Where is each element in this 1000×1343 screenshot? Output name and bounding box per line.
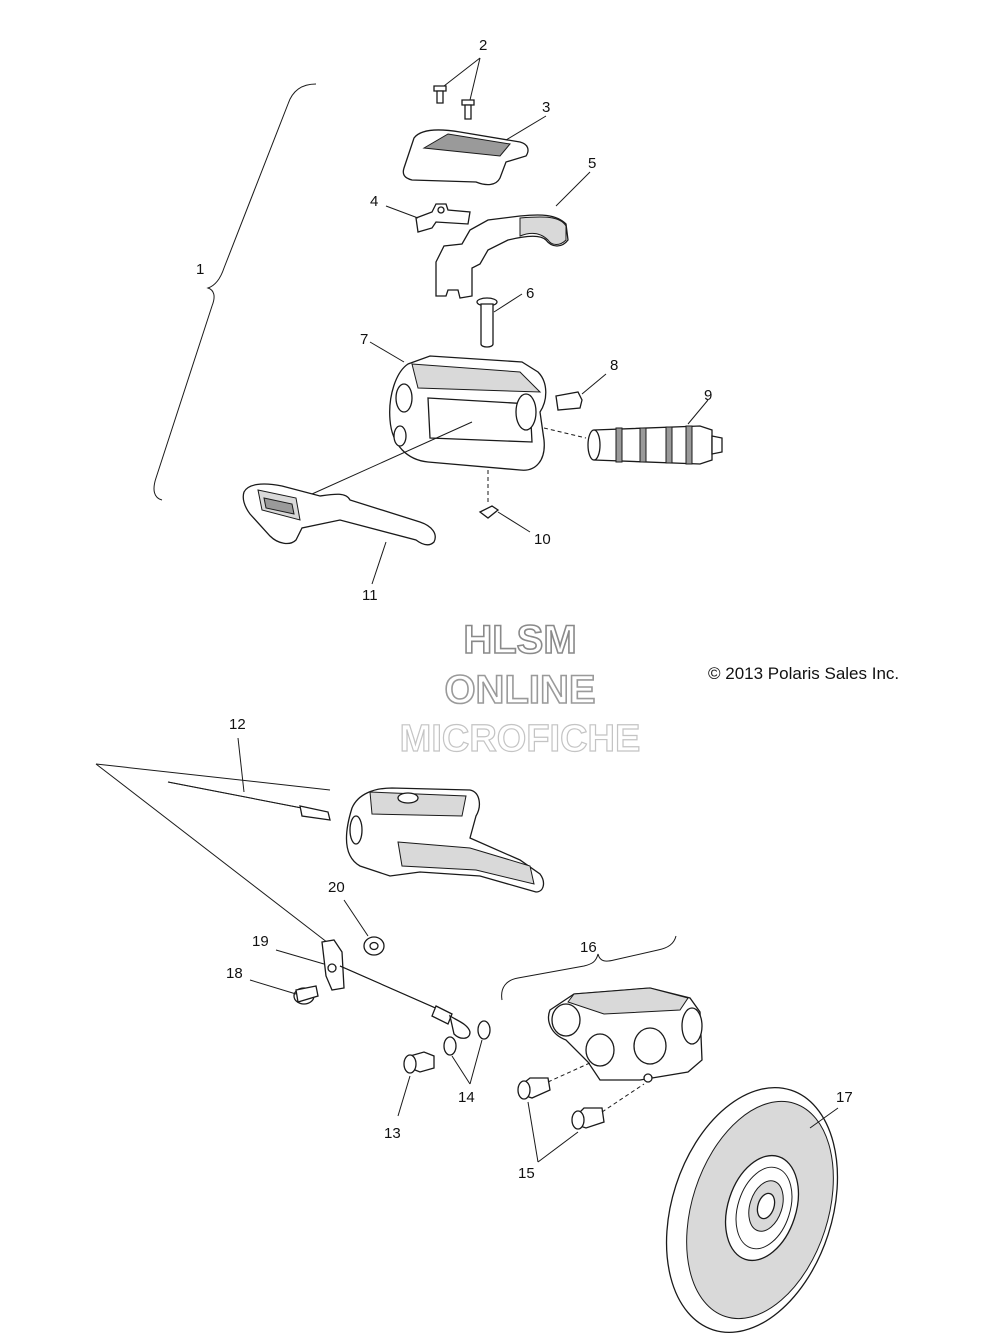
part-20-washer: [343, 899, 385, 956]
part-11-brake-lever: [242, 421, 473, 585]
callout-5: 5: [588, 155, 597, 172]
part-4-bracket: [385, 203, 471, 233]
brake-hose: [339, 965, 471, 1039]
part-15-bolts: [517, 1061, 645, 1163]
part-14-washers: [443, 1020, 491, 1085]
callout-1: 1: [196, 261, 205, 278]
callout-11: 11: [362, 587, 378, 604]
part-2-screws: [433, 57, 481, 120]
part-3-reservoir-cover: [402, 115, 547, 186]
part-5-lever: [435, 171, 591, 299]
part-18-bolt: [249, 979, 319, 1005]
part-9-grip: [543, 399, 723, 465]
part-13-banjo-bolt: [397, 1051, 435, 1117]
callout-20: 20: [328, 879, 345, 896]
callout-19: 19: [252, 933, 269, 950]
watermark-line-1: HLSM: [463, 618, 578, 662]
assembled-master-cylinder: [345, 787, 545, 893]
callout-16: 16: [580, 939, 597, 956]
callout-8: 8: [610, 357, 619, 374]
callout-15: 15: [518, 1165, 535, 1182]
callout-2: 2: [479, 37, 488, 54]
part-8-clip: [555, 373, 607, 411]
callout-9: 9: [704, 387, 713, 404]
part-7-master-cylinder: [369, 341, 547, 471]
part-10-clip: [478, 470, 531, 533]
callout-12: 12: [229, 716, 246, 733]
callout-10: 10: [534, 531, 551, 548]
watermark-line-2: ONLINE: [444, 668, 597, 712]
callout-17: 17: [836, 1089, 853, 1106]
callout-6: 6: [526, 285, 535, 302]
callout-4: 4: [370, 193, 379, 210]
part-17-disc: [665, 1086, 839, 1334]
callout-7: 7: [360, 331, 369, 348]
bracket-16: [501, 935, 677, 1001]
callout-14: 14: [458, 1089, 475, 1106]
bracket-1: [153, 83, 317, 501]
callout-3: 3: [542, 99, 551, 116]
copyright-notice: © 2013 Polaris Sales Inc.: [708, 664, 900, 683]
watermark-line-3: MICROFICHE: [399, 718, 641, 760]
part-19-bracket: [275, 939, 345, 991]
part-12-cable: [95, 737, 333, 947]
callout-13: 13: [384, 1125, 401, 1142]
part-16-caliper: [547, 987, 703, 1083]
part-6-pin: [476, 293, 523, 348]
callout-18: 18: [226, 965, 243, 982]
